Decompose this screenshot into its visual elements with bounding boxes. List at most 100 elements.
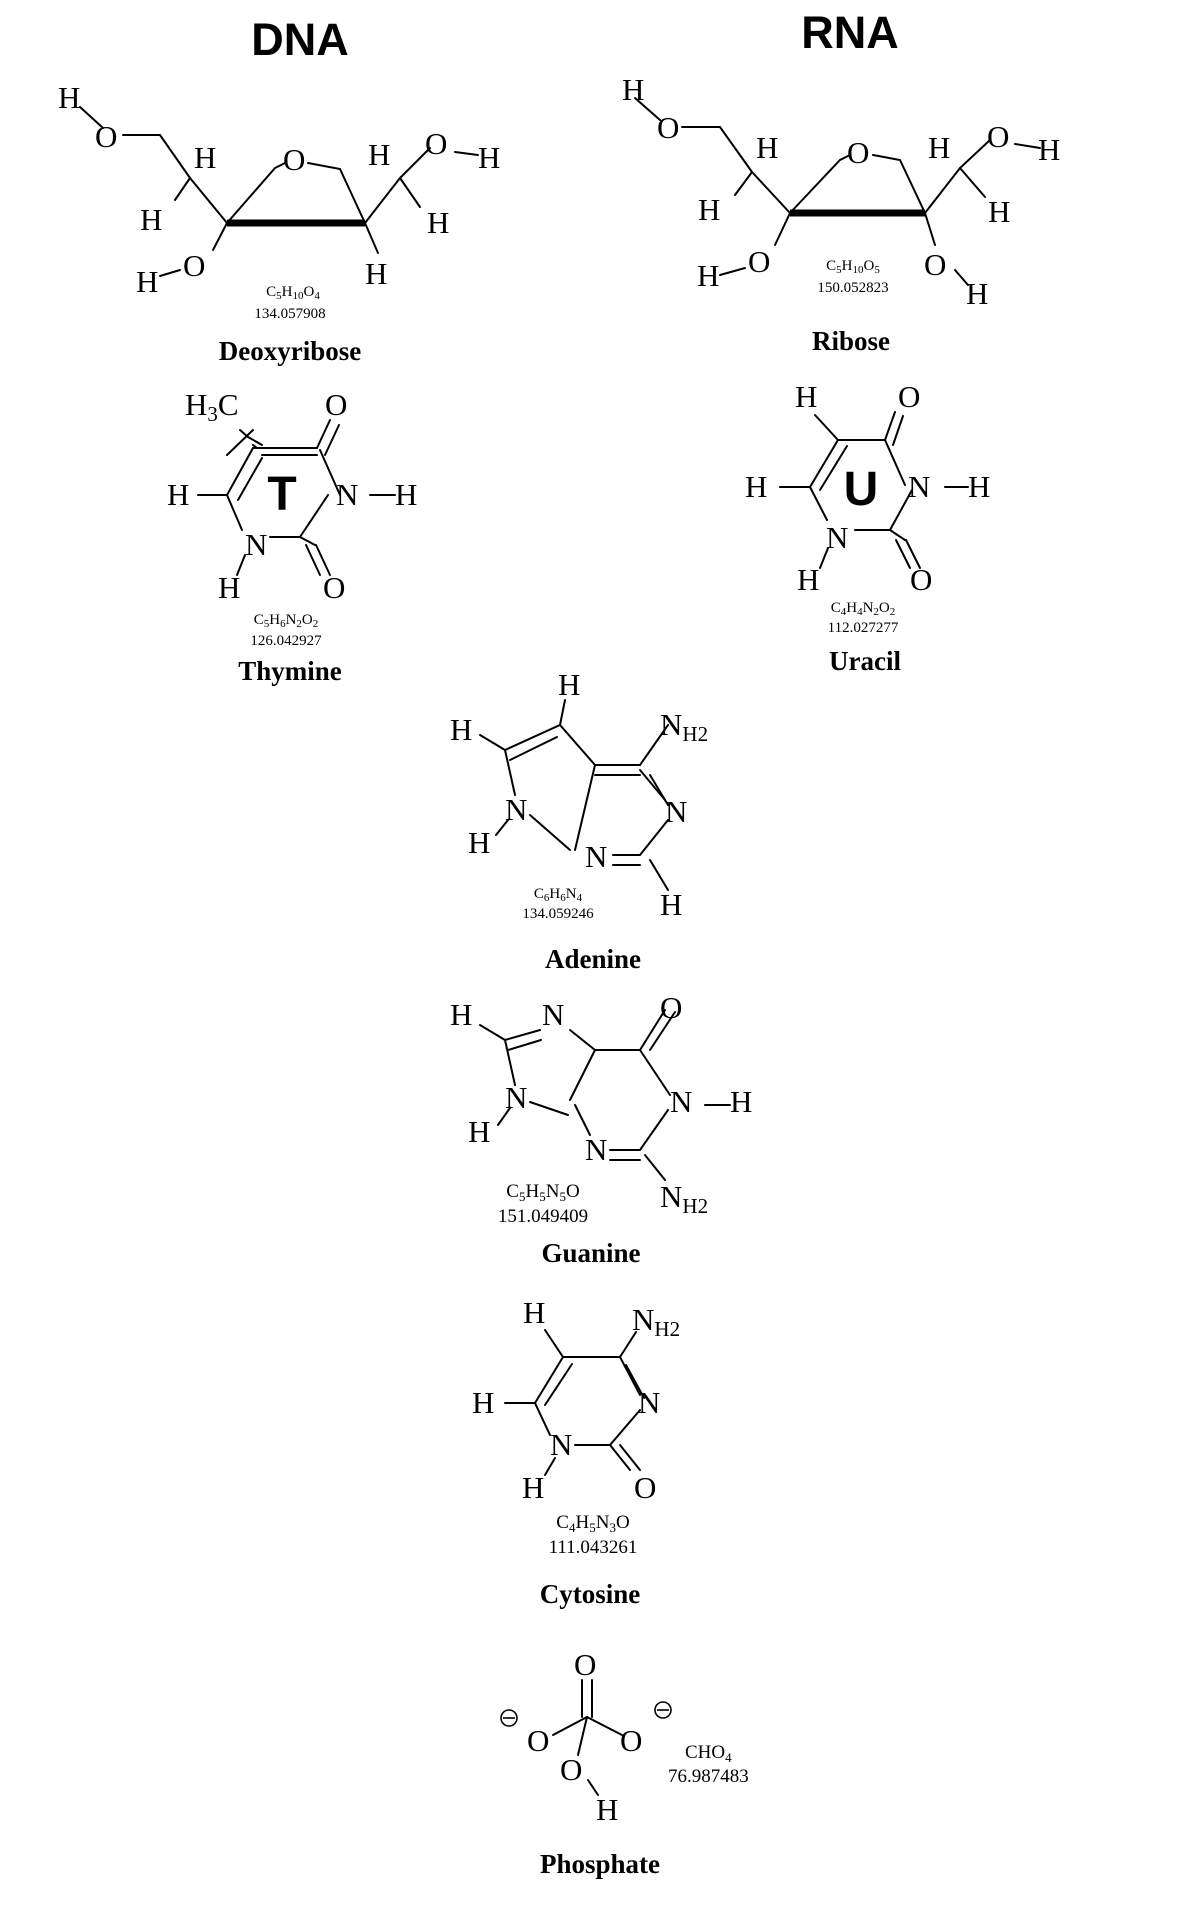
adenine-structure: H H NH2 N N H N H (450, 667, 708, 922)
svg-text:O: O (95, 119, 117, 154)
svg-text:H: H (395, 477, 417, 512)
svg-text:H: H (558, 667, 580, 702)
dna-heading: DNA (251, 14, 349, 65)
svg-text:O: O (634, 1470, 656, 1505)
negative-charge-left-icon (500, 1709, 518, 1727)
svg-text:O: O (987, 119, 1009, 154)
svg-text:N: N (336, 477, 358, 512)
svg-text:H: H (928, 130, 950, 165)
phosphate-name: Phosphate (540, 1849, 660, 1879)
ribose-mass: 150.052823 (817, 280, 888, 296)
phosphate-formula: CHO4 (685, 1742, 732, 1765)
svg-text:O: O (924, 247, 946, 282)
uracil-structure: H O H N H N H O (745, 379, 990, 597)
ribose-name: Ribose (812, 326, 890, 356)
svg-text:H: H (468, 1114, 490, 1149)
svg-text:H: H (167, 477, 189, 512)
svg-text:N: N (505, 1080, 527, 1115)
svg-text:NH2: NH2 (632, 1302, 680, 1341)
phosphate-structure: O O O O H (500, 1647, 672, 1827)
svg-text:H: H (795, 379, 817, 414)
svg-text:O: O (657, 110, 679, 145)
uracil-ring-letter: U (844, 463, 879, 516)
svg-text:N: N (585, 839, 607, 874)
svg-text:O: O (574, 1647, 596, 1682)
svg-text:N: N (585, 1132, 607, 1167)
adenine-mass: 134.059246 (522, 906, 594, 922)
uracil-mass: 112.027277 (828, 620, 899, 636)
svg-text:N: N (245, 527, 267, 562)
svg-text:O: O (527, 1723, 549, 1758)
svg-text:H: H (194, 140, 216, 175)
deoxyribose-formula: C5H10O4 (266, 284, 320, 302)
svg-text:NH2: NH2 (660, 707, 708, 746)
svg-text:H: H (427, 205, 449, 240)
phosphate-mass: 76.987483 (668, 1766, 749, 1787)
svg-text:H: H (988, 194, 1010, 229)
svg-text:H: H (136, 264, 158, 299)
guanine-structure: H N O N N H H N NH2 (450, 990, 752, 1218)
svg-text:H: H (660, 887, 682, 922)
svg-text:H: H (968, 469, 990, 504)
svg-text:H: H (756, 130, 778, 165)
guanine-mass: 151.049409 (498, 1206, 588, 1227)
svg-text:O: O (660, 990, 682, 1025)
svg-text:H: H (218, 570, 240, 605)
svg-text:H: H (523, 1295, 545, 1330)
svg-text:H: H (596, 1792, 618, 1827)
svg-text:H: H (468, 825, 490, 860)
guanine-formula: C5H5N5O (506, 1181, 579, 1204)
svg-text:H: H (472, 1385, 494, 1420)
negative-charge-right-icon (654, 1701, 672, 1719)
svg-text:H: H (368, 137, 390, 172)
svg-text:N: N (908, 469, 930, 504)
svg-text:O: O (847, 135, 869, 170)
svg-text:H: H (450, 997, 472, 1032)
svg-text:H: H (140, 202, 162, 237)
svg-text:N: N (826, 520, 848, 555)
svg-text:H: H (365, 256, 387, 291)
cytosine-name: Cytosine (540, 1579, 641, 1609)
svg-text:H: H (622, 72, 644, 107)
svg-text:NH2: NH2 (660, 1179, 708, 1218)
svg-text:H: H (450, 712, 472, 747)
cytosine-mass: 111.043261 (549, 1537, 638, 1558)
svg-text:O: O (325, 387, 347, 422)
thymine-ring-letter: T (267, 468, 296, 521)
thymine-name: Thymine (238, 656, 342, 686)
svg-text:O: O (323, 570, 345, 605)
svg-text:N: N (542, 997, 564, 1032)
guanine-name: Guanine (541, 1238, 640, 1268)
svg-text:N: N (670, 1084, 692, 1119)
svg-text:H: H (522, 1470, 544, 1505)
thymine-structure: H3C O H N H N H O (167, 387, 417, 605)
adenine-name: Adenine (545, 944, 641, 974)
svg-text:O: O (748, 244, 770, 279)
cytosine-structure: H NH2 H N N H O (472, 1295, 680, 1505)
cytosine-formula: C4H5N3O (556, 1512, 629, 1535)
deoxyribose-structure: H O H O H O H H H H H O (58, 80, 500, 299)
adenine-formula: C6H6N4 (534, 886, 583, 904)
svg-text:O: O (620, 1723, 642, 1758)
svg-text:H: H (797, 562, 819, 597)
deoxyribose-name: Deoxyribose (219, 336, 361, 366)
svg-text:O: O (910, 562, 932, 597)
ribose-structure: H O H O H O H H H O H H O (622, 72, 1060, 311)
svg-text:O: O (183, 248, 205, 283)
svg-text:H: H (1038, 132, 1060, 167)
svg-text:H: H (58, 80, 80, 115)
deoxyribose-mass: 134.057908 (254, 306, 325, 322)
svg-text:N: N (505, 792, 527, 827)
svg-text:H: H (478, 140, 500, 175)
svg-text:N: N (665, 794, 687, 829)
svg-text:H: H (698, 192, 720, 227)
svg-text:H: H (745, 469, 767, 504)
svg-text:H: H (730, 1084, 752, 1119)
thymine-formula: C5H6N2O2 (254, 612, 319, 630)
svg-text:O: O (425, 126, 447, 161)
svg-text:H: H (966, 276, 988, 311)
svg-text:N: N (550, 1427, 572, 1462)
svg-text:H3C: H3C (185, 387, 239, 426)
uracil-name: Uracil (829, 646, 901, 676)
